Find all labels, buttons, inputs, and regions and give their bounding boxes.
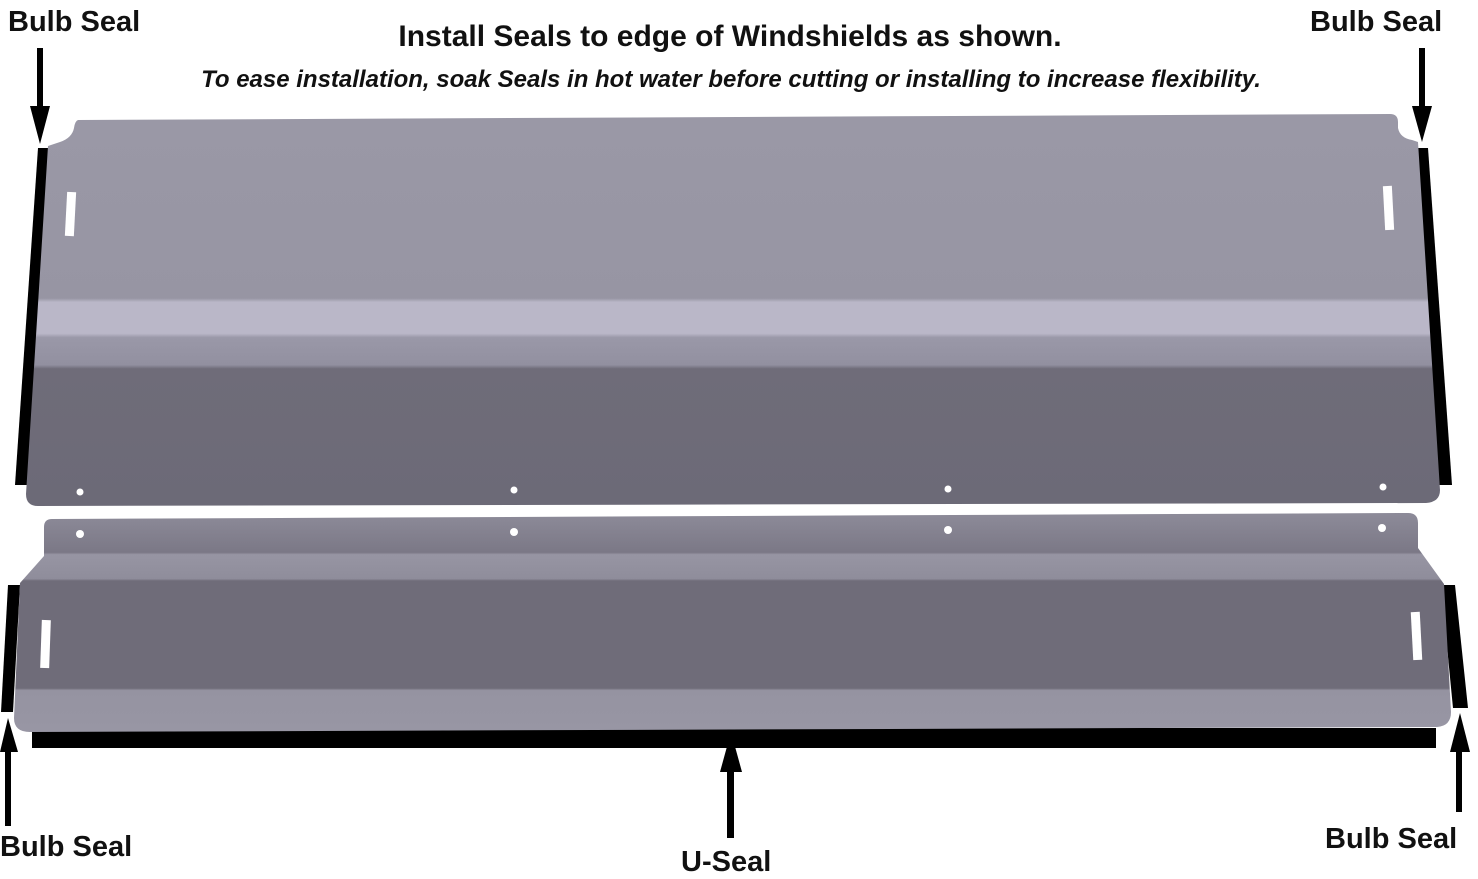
label-bulb-seal-top-left: Bulb Seal	[8, 6, 141, 38]
arrow-top-left	[30, 48, 50, 144]
bottom-slot-right	[1410, 611, 1423, 661]
label-bulb-seal-top-right: Bulb Seal	[1310, 6, 1443, 38]
top-hole-2	[510, 486, 518, 494]
top-windshield-panel	[26, 114, 1440, 506]
instruction-subtitle: To ease installation, soak Seals in hot …	[201, 66, 1261, 93]
label-bulb-seal-bottom-right: Bulb Seal	[1325, 823, 1458, 855]
bulb-seal-top-right	[1416, 148, 1452, 485]
bulb-seal-bottom-right	[1441, 585, 1468, 708]
bulb-seal-bottom-left	[1, 585, 20, 712]
arrow-bottom-left	[0, 718, 18, 826]
label-bulb-seal-bottom-left: Bulb Seal	[0, 831, 133, 863]
bottom-hole-1	[76, 530, 84, 538]
top-slot-right	[1382, 185, 1395, 231]
bottom-windshield-panel	[14, 513, 1451, 732]
label-u-seal: U-Seal	[681, 846, 772, 878]
u-seal-strip	[32, 728, 1436, 748]
top-hole-3	[944, 485, 952, 493]
top-hole-1	[76, 488, 84, 496]
arrow-top-right	[1412, 48, 1432, 142]
bottom-hole-2	[510, 528, 518, 536]
top-slot-left	[64, 191, 77, 237]
bottom-hole-4	[1378, 524, 1386, 532]
bulb-seal-top-left	[15, 148, 50, 485]
arrow-u-seal	[720, 732, 742, 838]
arrow-bottom-right	[1450, 713, 1470, 812]
bottom-hole-3	[944, 526, 952, 534]
instruction-title: Install Seals to edge of Windshields as …	[398, 20, 1062, 53]
bottom-slot-left	[40, 619, 51, 669]
top-hole-4	[1379, 483, 1387, 491]
